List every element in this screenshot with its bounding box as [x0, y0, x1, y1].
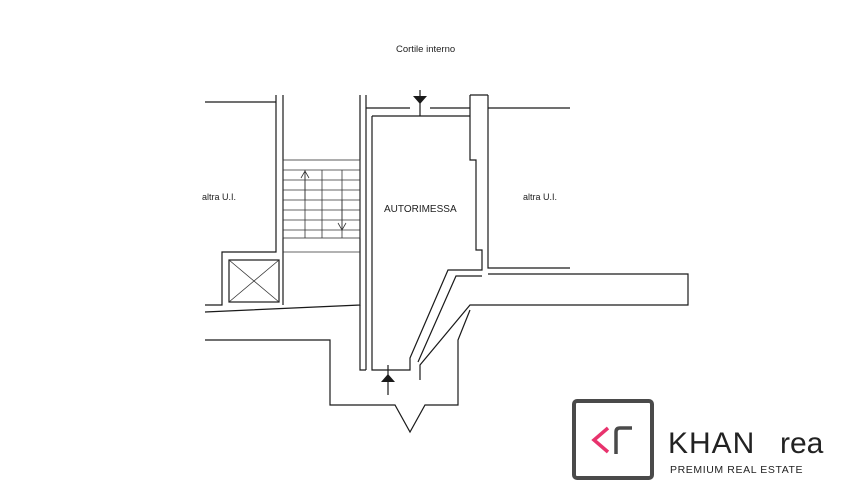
label-other-unit-right: altra U.I.: [523, 192, 557, 202]
logo-mark-frame: [572, 399, 654, 480]
wall-ramp: [419, 273, 689, 380]
wall-bottom-left: [205, 309, 471, 434]
label-courtyard: Cortile interno: [396, 44, 455, 55]
label-garage: AUTORIMESSA: [384, 204, 457, 215]
entry-arrow-bottom: [381, 365, 395, 395]
entry-arrow-top: [413, 90, 427, 116]
logo-mark-icon: [591, 426, 632, 454]
wall-garage-right-pillar: [371, 95, 483, 371]
lift-shaft: [228, 259, 280, 303]
logo-name-second: rea: [780, 427, 824, 460]
lift-cross-2: [228, 259, 280, 303]
label-other-unit-left: altra U.I.: [202, 192, 236, 202]
brand-logo: KHAN rea PREMIUM REAL ESTATE: [572, 399, 824, 480]
wall-ramp-inner: [417, 275, 482, 363]
logo-tagline: PREMIUM REAL ESTATE: [670, 464, 803, 476]
staircase: [282, 159, 361, 253]
wall-garage-right-outer: [487, 95, 570, 269]
wall-left-stair-outer: [205, 95, 277, 306]
wall-bottom-inner: [359, 305, 366, 371]
logo-name-first: KHAN: [668, 427, 755, 460]
